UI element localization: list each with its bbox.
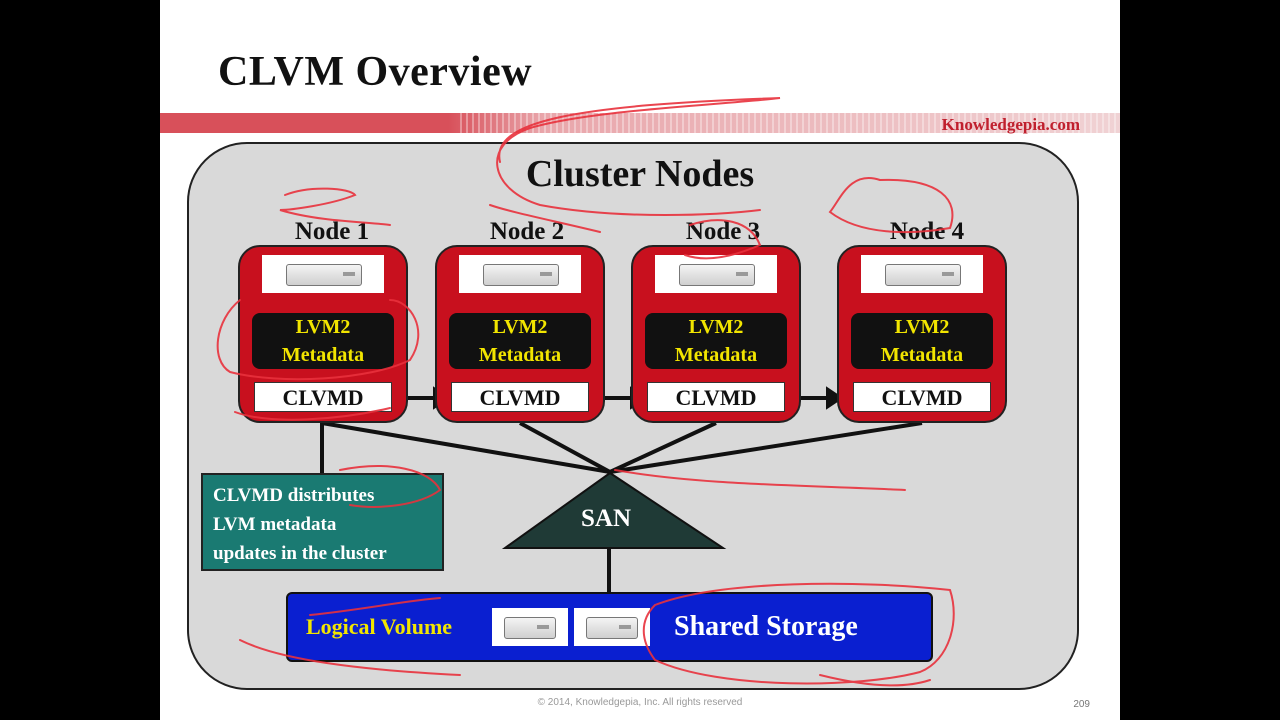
copyright-footer: © 2014, Knowledgepia, Inc. All rights re… [537, 697, 743, 708]
server-icon [286, 264, 362, 286]
page-number: 209 [1073, 699, 1090, 710]
disk-icon [504, 617, 556, 639]
clvmd-callout: CLVMD distributes LVM metadata updates i… [201, 473, 444, 571]
lvm2-metadata: LVM2 Metadata [851, 313, 993, 369]
node2-link [519, 421, 611, 474]
server-box [861, 255, 983, 293]
clvmd-daemon: CLVMD [853, 382, 991, 412]
shared-storage-bar: Logical Volume Shared Storage [286, 592, 933, 662]
san-label: SAN [581, 505, 632, 532]
node3-link [609, 421, 717, 474]
server-box [655, 255, 777, 293]
clvmd-daemon: CLVMD [254, 382, 392, 412]
metadata-line1: LVM2 [295, 316, 351, 338]
disk-box [574, 608, 650, 646]
shared-storage-label: Shared Storage [674, 611, 858, 642]
metadata-line2: Metadata [674, 344, 758, 366]
metadata-line2: Metadata [281, 344, 365, 366]
node-4-label: Node 4 [889, 218, 965, 245]
disk-box [492, 608, 568, 646]
metadata-line1: LVM2 [688, 316, 744, 338]
node-1-label: Node 1 [294, 218, 370, 245]
logical-volume-label: Logical Volume [306, 614, 453, 639]
slide-title: CLVM Overview [218, 49, 533, 95]
san-triangle [501, 471, 727, 549]
metadata-line2: Metadata [478, 344, 562, 366]
clvmd-daemon: CLVMD [451, 382, 589, 412]
lvm2-metadata: LVM2 Metadata [645, 313, 787, 369]
server-box [262, 255, 384, 293]
node-3: LVM2 Metadata CLVMD [631, 245, 801, 423]
lvm2-metadata: LVM2 Metadata [449, 313, 591, 369]
node4-link [609, 421, 923, 474]
node-3-label: Node 3 [685, 218, 761, 245]
node1-link [321, 421, 611, 474]
node-2: LVM2 Metadata CLVMD [435, 245, 605, 423]
node-4: LVM2 Metadata CLVMD [837, 245, 1007, 423]
clvmd-daemon: CLVMD [647, 382, 785, 412]
node-2-label: Node 2 [489, 218, 565, 245]
server-icon [679, 264, 755, 286]
metadata-line1: LVM2 [894, 316, 950, 338]
node-1: LVM2 Metadata CLVMD [238, 245, 408, 423]
callout-line2: LVM metadata [213, 514, 337, 535]
metadata-line1: LVM2 [492, 316, 548, 338]
callout-line1: CLVMD distributes [213, 485, 375, 506]
server-box [459, 255, 581, 293]
server-icon [483, 264, 559, 286]
lvm2-metadata: LVM2 Metadata [252, 313, 394, 369]
slide: CLVM Overview Knowledgepia.com Cluster N… [160, 0, 1120, 720]
callout-line3: updates in the cluster [213, 543, 387, 564]
metadata-line2: Metadata [880, 344, 964, 366]
disk-icon [586, 617, 638, 639]
server-icon [885, 264, 961, 286]
brand-label: Knowledgepia.com [941, 115, 1080, 134]
